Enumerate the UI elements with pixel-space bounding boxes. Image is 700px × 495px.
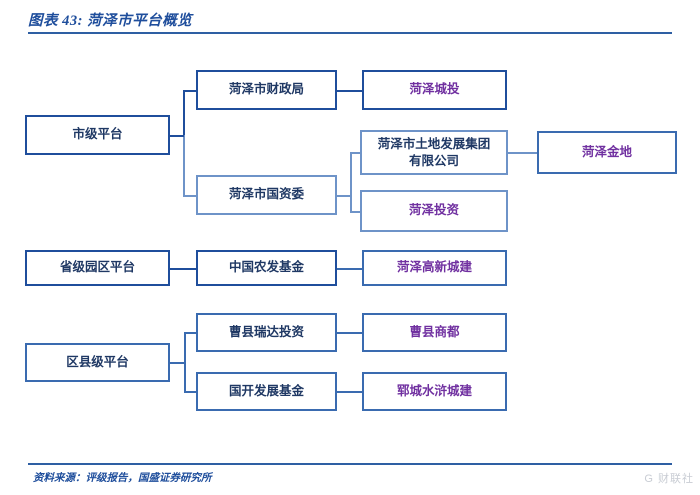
node-label-line1: 菏泽市土地发展集团 bbox=[377, 137, 491, 152]
node-label: 省级园区平台 bbox=[59, 260, 135, 275]
node-heze-investment[interactable]: 菏泽投资 bbox=[360, 190, 508, 232]
watermark-logo: G 财联社 bbox=[644, 473, 694, 485]
node-label: 曹县商都 bbox=[409, 324, 460, 339]
connector-provincial-to-agrifund bbox=[170, 268, 196, 270]
node-label: 菏泽市国资委 bbox=[228, 187, 304, 202]
node-label: 国开发展基金 bbox=[228, 383, 304, 398]
node-label: 菏泽高新城建 bbox=[396, 260, 472, 275]
page-title: 图表 43: 菏泽市平台概览 bbox=[28, 13, 193, 29]
node-agri-fund[interactable]: 中国农发基金 bbox=[196, 250, 337, 286]
node-sasac[interactable]: 菏泽市国资委 bbox=[196, 175, 337, 215]
connector-city-stem bbox=[170, 135, 184, 137]
connector-district-stem bbox=[170, 362, 184, 364]
node-label: 市级平台 bbox=[72, 127, 123, 142]
node-provincial-park-platform[interactable]: 省级园区平台 bbox=[25, 250, 170, 286]
node-land-development-group[interactable]: 菏泽市土地发展集团 有限公司 bbox=[360, 130, 508, 175]
node-label: 菏泽金地 bbox=[581, 144, 632, 159]
node-finance-bureau[interactable]: 菏泽市财政局 bbox=[196, 70, 337, 110]
node-label-line2: 有限公司 bbox=[408, 153, 459, 168]
connector-city-bracket-lower bbox=[183, 135, 185, 195]
connector-sasac-stem bbox=[337, 195, 350, 197]
connector-city-bracket-upper bbox=[183, 90, 185, 136]
node-label: 菏泽城投 bbox=[409, 82, 460, 97]
node-label: 菏泽市财政局 bbox=[228, 82, 304, 97]
source-note: 资料来源：评级报告，国盛证券研究所 bbox=[33, 473, 212, 484]
connector-agrifund-to-gaoxin bbox=[337, 268, 363, 270]
node-caoxian-ruida[interactable]: 曹县瑞达投资 bbox=[196, 313, 337, 352]
connector-ruida-to-shangdu bbox=[337, 332, 363, 334]
node-label: 郓城水浒城建 bbox=[396, 383, 472, 398]
node-label: 曹县瑞达投资 bbox=[228, 324, 304, 339]
node-label: 中国农发基金 bbox=[228, 260, 304, 275]
node-heze-gaoxin[interactable]: 菏泽高新城建 bbox=[362, 250, 507, 286]
node-heze-chengtou[interactable]: 菏泽城投 bbox=[362, 70, 507, 110]
title-divider bbox=[28, 32, 672, 34]
connector-sasac-to-investment bbox=[350, 211, 362, 213]
node-yuncheng-shuihu[interactable]: 郓城水浒城建 bbox=[362, 372, 507, 411]
connector-sasac-to-land bbox=[350, 152, 362, 154]
node-label: 菏泽市土地发展集团 有限公司 bbox=[378, 136, 491, 169]
node-caoxian-shangdu[interactable]: 曹县商都 bbox=[362, 313, 507, 352]
node-label: 区县级平台 bbox=[66, 354, 129, 369]
connector-city-to-sasac bbox=[183, 195, 197, 197]
node-district-platform[interactable]: 区县级平台 bbox=[25, 343, 170, 382]
connector-sasac-bracket bbox=[350, 152, 352, 212]
footer-divider bbox=[28, 463, 672, 465]
connector-city-to-finance bbox=[183, 90, 197, 92]
node-guokai-fund[interactable]: 国开发展基金 bbox=[196, 372, 337, 411]
node-heze-jindi[interactable]: 菏泽金地 bbox=[537, 131, 677, 174]
connector-guokai-to-shuihu bbox=[337, 391, 363, 393]
connector-district-bracket bbox=[184, 332, 186, 392]
connector-district-to-ruida bbox=[184, 332, 196, 334]
connector-finance-to-chengtou bbox=[337, 90, 363, 92]
connector-district-to-guokai bbox=[184, 391, 196, 393]
node-label: 菏泽投资 bbox=[408, 203, 459, 218]
connector-land-to-jindi bbox=[508, 152, 537, 154]
node-city-platform[interactable]: 市级平台 bbox=[25, 115, 170, 155]
